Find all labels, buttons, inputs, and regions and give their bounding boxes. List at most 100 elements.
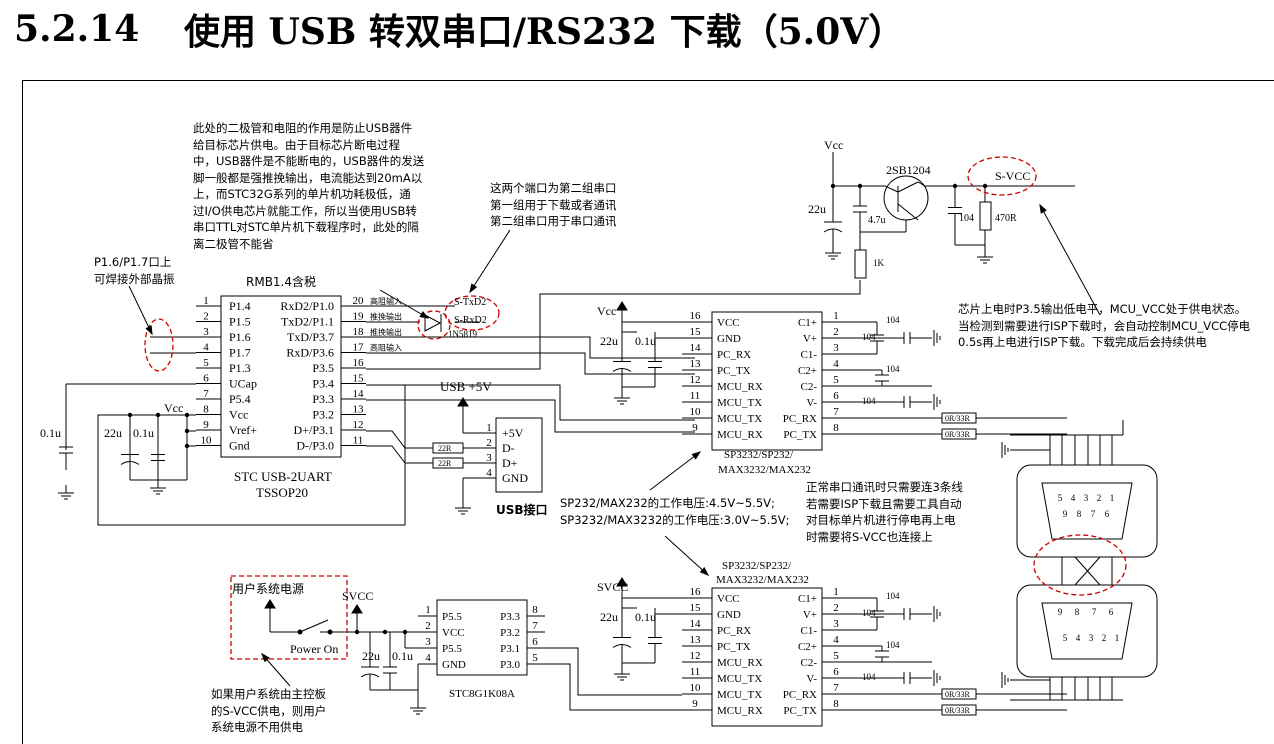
pin-number: 13 [353, 404, 365, 416]
wire [366, 445, 433, 464]
pin-number: 5 [203, 357, 209, 369]
pin-number: 1 [833, 310, 839, 322]
pin-number: 4 [203, 342, 209, 354]
pin-number: 20 [353, 295, 365, 307]
junction-dot [127, 412, 133, 418]
pin-name: PC_RX [717, 349, 751, 361]
db9-pin-number: 7 [1092, 607, 1097, 617]
pin-number: 16 [690, 310, 702, 322]
pin-number: 2 [833, 326, 839, 338]
power-switch [327, 629, 333, 635]
crossover-line [1074, 556, 1101, 586]
voltage-note: SP232/MAX232的工作电压:4.5V~5.5V; SP3232/MAX3… [560, 496, 790, 527]
pin-number: 4 [833, 358, 839, 370]
cap-value-label: 0.1u [392, 649, 413, 663]
pin-mode-tag: 推挽输出 [370, 327, 402, 337]
resistor-value: 0R/33R [945, 690, 971, 699]
rs232-chip-top [711, 311, 823, 451]
resistor-1k [854, 249, 867, 279]
highlight-diode [417, 310, 451, 340]
pin-name: C1+ [798, 317, 817, 329]
resistor-0r33r [941, 688, 977, 700]
pin-number: 3 [833, 618, 839, 630]
pin-name: P3.0 [500, 659, 520, 671]
cap-value-label: 0.1u [635, 334, 656, 348]
wire [366, 384, 695, 421]
pin-number: 7 [532, 620, 538, 632]
resistor-22r [432, 442, 464, 454]
db9-connector [1041, 602, 1133, 660]
pin-name: PC_TX [783, 429, 817, 441]
power-switch [299, 619, 329, 633]
pin-name: RxD/P3.6 [286, 346, 334, 360]
pin-name: P1.5 [229, 315, 251, 329]
power-arrow [264, 599, 276, 609]
section-number: 5.2.14 [14, 8, 140, 50]
transistor-2sb1204 [897, 203, 919, 221]
pin-name: C2- [801, 381, 818, 393]
pin-number: 13 [690, 358, 702, 370]
pin-mode-tag: 推挽输出 [370, 312, 402, 322]
db9-connector [1041, 482, 1133, 540]
db9-connector [1016, 464, 1158, 558]
pin-name: VCC [717, 593, 740, 605]
highlight-s-ports [444, 295, 500, 331]
pointer-arrowhead [419, 310, 430, 319]
pin-number: 3 [833, 342, 839, 354]
pin-number: 10 [201, 435, 213, 447]
pin-number: 6 [532, 636, 538, 648]
section-heading: 5.2.14 使用 USB 转双串口/RS232 下载（5.0V） [14, 2, 904, 56]
pin-name: C1- [801, 625, 818, 637]
pin-name: C2+ [798, 641, 817, 653]
pin-name: Gnd [229, 439, 250, 453]
electrolytic-capacitor [823, 228, 843, 233]
pointer-arrowhead [691, 451, 702, 460]
pin-name: P1.4 [229, 299, 251, 313]
junction-dot [382, 629, 388, 635]
net-label-vcc: SVCC [597, 580, 628, 594]
transistor-2sb1204 [897, 181, 919, 193]
pin-name: P3.3 [500, 611, 520, 623]
pin-number: 6 [833, 390, 839, 402]
wire [545, 663, 682, 711]
pointer-arrowhead [699, 567, 710, 576]
db9-pin-number: 4 [1076, 633, 1081, 643]
pin-number: 11 [353, 435, 364, 447]
pin-name: VCC [442, 627, 465, 639]
pin-number: 11 [690, 390, 701, 402]
pin-name: PC_RX [717, 625, 751, 637]
usb-connector [495, 417, 543, 493]
pin-number: 4 [425, 652, 431, 664]
user-power-label: 用户系统电源 [232, 581, 304, 596]
diode-note: 此处的二极管和电阻的作用是防止USB器件 给目标芯片供电。由于目标芯片断电过程 … [193, 121, 425, 251]
transistor-2sb1204 [883, 175, 929, 221]
pin-name: P3.2 [312, 408, 334, 422]
pin-name: D-/P3.0 [296, 439, 334, 453]
pin-name: V- [806, 397, 817, 409]
user-power-note: 如果用户系统由主控板 的S-VCC供电，则用户 系统电源不用供电 [211, 687, 327, 734]
pin-number: 12 [353, 419, 364, 431]
pin-name: Vcc [229, 408, 248, 422]
resistor-0r33r [941, 704, 977, 716]
junction-dot [830, 183, 836, 189]
pointer-arrowhead [469, 283, 478, 294]
pin-name: MCU_RX [717, 657, 763, 669]
cap-value-label: 0.1u [40, 426, 61, 440]
transistor-2sb1204 [917, 181, 926, 187]
wire [366, 399, 695, 433]
junction-dot [354, 629, 360, 635]
usb-uart-chip [220, 295, 342, 458]
db9-pin-number: 6 [1105, 509, 1110, 519]
db9-pin-number: 2 [1097, 493, 1102, 503]
pin-name: GND [717, 333, 741, 345]
pin-number: 11 [690, 666, 701, 678]
electrolytic-capacitor [120, 461, 140, 465]
pointer-arrowhead [261, 652, 270, 663]
pin-number: 5 [833, 374, 839, 386]
pin-number: 1 [203, 295, 209, 307]
pin-name: MCU_TX [717, 397, 762, 409]
pointer-arrow [379, 289, 429, 319]
db9-pin-number: 5 [1063, 633, 1068, 643]
port-note: 这两个端口为第二组串口 第一组用于下载或者通讯 第二组串口用于串口通讯 [490, 181, 617, 228]
cap-value-label: 22u [600, 610, 618, 624]
